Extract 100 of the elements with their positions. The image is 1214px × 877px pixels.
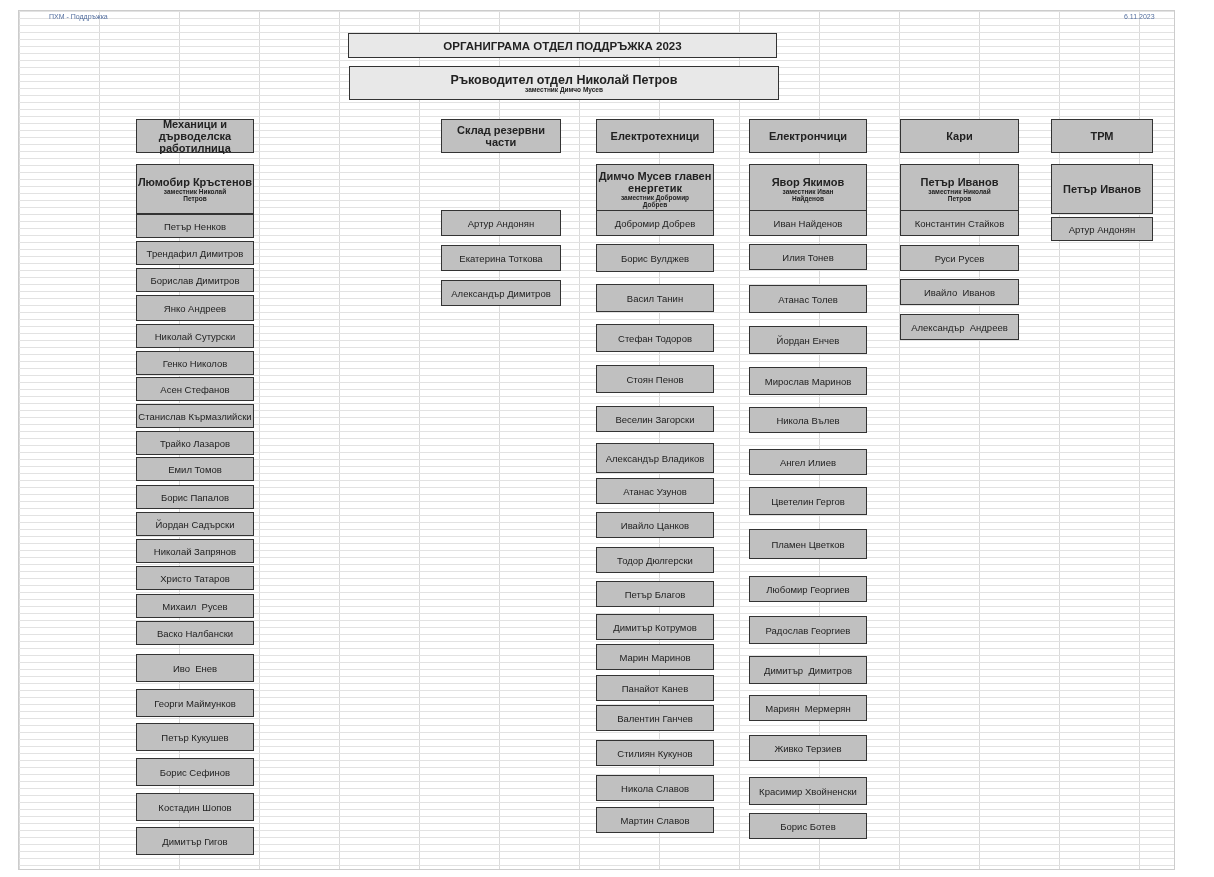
employee-name: Руси Русев bbox=[934, 252, 985, 264]
employee-box bbox=[596, 284, 714, 312]
employee-name: Иван Найденов bbox=[773, 217, 843, 229]
employee-name: Костадин Шопов bbox=[158, 801, 232, 813]
employee-box bbox=[136, 404, 254, 428]
team-box bbox=[136, 119, 254, 153]
employee-name: Добромир Добрев bbox=[614, 217, 696, 229]
employee-name: Станислав Кърмазлийски bbox=[138, 410, 252, 422]
employee-box bbox=[596, 675, 714, 701]
employee-name: Трендафил Димитров bbox=[146, 247, 244, 259]
employee-box bbox=[900, 314, 1019, 340]
employee-box bbox=[596, 775, 714, 801]
employee-name: Живко Терзиев bbox=[774, 742, 842, 754]
employee-box bbox=[136, 793, 254, 821]
node-heading: ТРМ bbox=[1090, 130, 1114, 142]
employee-name: Димитър Димитров bbox=[764, 664, 852, 676]
employee-box bbox=[596, 581, 714, 607]
employee-name: Николай Запрянов bbox=[153, 545, 237, 557]
employee-box bbox=[136, 566, 254, 590]
node-heading: Петър Иванов bbox=[1063, 183, 1141, 195]
title: ОРГАНИГРАМА ОТДЕЛ ПОДДРЪЖКА 2023 bbox=[348, 33, 777, 58]
employee-name: Борис Вулджев bbox=[620, 252, 689, 264]
employee-box bbox=[596, 210, 714, 236]
employee-box bbox=[596, 547, 714, 573]
employee-name: Димитър Гигов bbox=[162, 835, 228, 847]
node-heading: Електротехници bbox=[610, 130, 700, 142]
employee-box bbox=[596, 512, 714, 538]
employee-box bbox=[136, 723, 254, 751]
employee-box bbox=[749, 449, 867, 475]
employee-name: Михаил Русев bbox=[162, 600, 228, 612]
employee-name: Александър Владиков bbox=[605, 452, 705, 464]
employee-box bbox=[136, 539, 254, 563]
employee-box bbox=[596, 244, 714, 272]
employee-name: Йордан Енчев bbox=[776, 334, 840, 346]
employee-box bbox=[900, 279, 1019, 305]
employee-name: Екатерина Тоткова bbox=[459, 252, 543, 264]
employee-box bbox=[596, 705, 714, 731]
employee-name: Красимир Хвойненски bbox=[759, 785, 857, 797]
employee-name: Веселин Загорски bbox=[615, 413, 695, 425]
employee-box bbox=[136, 295, 254, 321]
employee-box bbox=[136, 241, 254, 265]
employee-box bbox=[136, 268, 254, 292]
employee-name: Петър Благов bbox=[624, 588, 686, 600]
employee-name: Емил Томов bbox=[168, 463, 222, 475]
employee-name: Валентин Ганчев bbox=[617, 712, 693, 724]
employee-name: Генко Николов bbox=[162, 357, 228, 369]
employee-box bbox=[136, 827, 254, 855]
employee-box bbox=[749, 695, 867, 721]
employee-box bbox=[1051, 217, 1153, 241]
employee-name: Петър Кукушев bbox=[161, 731, 229, 743]
team-box bbox=[749, 119, 867, 153]
employee-name: Артур Андонян bbox=[467, 217, 535, 229]
node-heading: Кари bbox=[946, 130, 973, 142]
employee-box bbox=[136, 689, 254, 717]
employee-box bbox=[136, 431, 254, 455]
employee-name: Асен Стефанов bbox=[160, 383, 230, 395]
team-box bbox=[596, 119, 714, 153]
employee-box bbox=[441, 280, 561, 306]
employee-name: Никола Вълев bbox=[776, 414, 840, 426]
employee-box bbox=[136, 594, 254, 618]
employee-box bbox=[749, 813, 867, 839]
employee-name: Цветелин Гергов bbox=[771, 495, 845, 507]
employee-box bbox=[596, 443, 714, 473]
employee-name: Пламен Цветков bbox=[771, 538, 845, 550]
employee-box bbox=[749, 285, 867, 313]
employee-name: Стефан Тодоров bbox=[618, 332, 692, 344]
employee-box bbox=[136, 324, 254, 348]
employee-box bbox=[900, 245, 1019, 271]
node-heading: Димчо Мусев главен енергетик bbox=[597, 170, 713, 194]
employee-box bbox=[136, 351, 254, 375]
employee-name: Стилиян Кукунов bbox=[617, 747, 693, 759]
employee-box bbox=[596, 644, 714, 670]
employee-name: Артур Андонян bbox=[1068, 223, 1136, 235]
employee-name: Васко Налбански bbox=[156, 627, 234, 639]
employee-name: Александър Андреев bbox=[911, 321, 1008, 333]
employee-box bbox=[596, 365, 714, 393]
employee-box bbox=[596, 406, 714, 432]
node-heading: Ръководител отдел Николай Петров bbox=[450, 73, 678, 86]
employee-box bbox=[749, 616, 867, 644]
employee-box bbox=[749, 326, 867, 354]
employee-box bbox=[749, 210, 867, 236]
employee-box bbox=[749, 407, 867, 433]
employee-name: Петър Ненков bbox=[164, 220, 226, 232]
employee-name: Стоян Пенов bbox=[626, 373, 684, 385]
employee-box bbox=[900, 210, 1019, 236]
employee-name: Борис Сефинов bbox=[159, 766, 231, 778]
employee-box bbox=[749, 529, 867, 559]
employee-box bbox=[136, 214, 254, 238]
employee-name: Васил Танин bbox=[626, 292, 684, 304]
node-heading: Люмобир Кръстенов bbox=[137, 176, 253, 188]
employee-box bbox=[596, 807, 714, 833]
employee-name: Ангел Илиев bbox=[780, 456, 836, 468]
node-heading: Явор Якимов bbox=[771, 176, 845, 188]
employee-name: Никола Славов bbox=[621, 782, 689, 794]
employee-box bbox=[136, 512, 254, 536]
team-lead-box bbox=[136, 164, 254, 214]
employee-box bbox=[136, 654, 254, 682]
employee-name: Атанас Толев bbox=[778, 293, 838, 305]
employee-name: Христо Татаров bbox=[160, 572, 230, 584]
employee-box bbox=[749, 367, 867, 395]
